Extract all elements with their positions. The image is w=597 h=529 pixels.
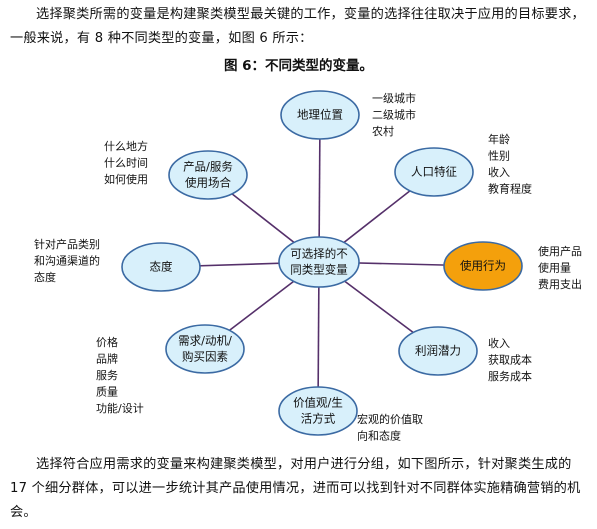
node-demo: [394, 147, 474, 197]
node-values: [278, 386, 358, 436]
node-label-behavior: 使用行为: [460, 259, 506, 273]
node-label-geo: 地理位置: [297, 108, 343, 122]
node-usage: [168, 150, 248, 200]
intro-paragraph: 选择聚类所需的变量是构建聚类模型最关键的工作，变量的选择往往取决于应用的目标要求…: [10, 7, 585, 46]
node-label-needs: 需求/动机/购买因素: [178, 334, 232, 364]
node-note-behavior: 使用产品使用量费用支出: [538, 244, 582, 291]
figure-caption: 图 6：不同类型的变量。: [223, 58, 374, 74]
node-profit: [398, 326, 478, 376]
node-behavior: [443, 241, 523, 291]
node-attitude: [121, 242, 201, 292]
node-label-values: 价值观/生活方式: [293, 396, 343, 426]
node-note-values: 宏观的价值取向和态度: [357, 412, 423, 443]
node-needs: [165, 324, 245, 374]
node-label-attitude: 态度: [150, 260, 173, 274]
node-note-profit: 收入获取成本服务成本: [488, 336, 532, 383]
node-label-center: 可选择的不同类型变量: [290, 247, 348, 277]
node-note-usage: 什么地方什么时间如何使用: [104, 139, 148, 186]
node-note-attitude: 针对产品类别和沟通渠道的态度: [34, 237, 100, 284]
closing-paragraph: 选择符合应用需求的变量来构建聚类模型，对用户进行分组，如下图所示，针对聚类生成的…: [10, 457, 581, 520]
node-label-profit: 利润潜力: [415, 344, 461, 358]
node-center: [278, 236, 360, 288]
node-note-geo: 一级城市二级城市农村: [372, 91, 416, 138]
node-note-needs: 价格品牌服务质量功能/设计: [96, 335, 144, 415]
node-note-demo: 年龄性别收入教育程度: [488, 132, 532, 196]
node-label-usage: 产品/服务使用场合: [183, 160, 233, 190]
node-label-demo: 人口特征: [411, 165, 457, 179]
node-geo: [280, 90, 360, 140]
